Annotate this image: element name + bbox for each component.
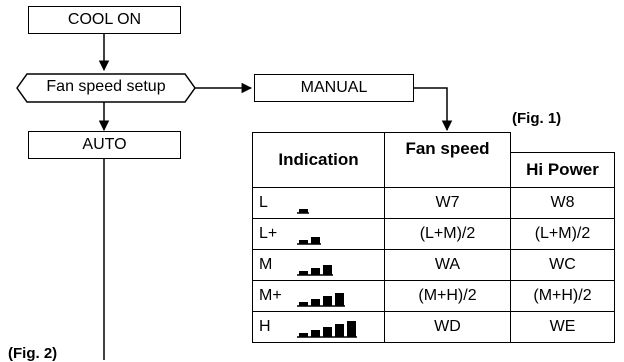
header-blank-cell (510, 132, 615, 153)
fan-level-bar (335, 324, 344, 337)
indication-text: L (259, 194, 268, 211)
header-indication: Indication (252, 132, 385, 188)
cool-on-label: COOL ON (67, 11, 142, 28)
fan-level-bar (311, 237, 320, 244)
arrow-manual-to-table (414, 87, 453, 132)
fan-level-bar (299, 271, 308, 275)
cool-on-box: COOL ON (28, 6, 181, 34)
table-subheader-row: Hi Power (253, 152, 615, 188)
fan-level-bar (347, 321, 356, 337)
manual-box: MANUAL (254, 74, 414, 102)
fan-level-bar (323, 327, 332, 337)
indication-text: M+ (259, 287, 282, 304)
hi-power-cell: (M+H)/2 (510, 280, 615, 312)
hi-power-cell: (L+M)/2 (510, 218, 615, 250)
fig1-label: (Fig. 1) (512, 110, 562, 127)
indication-text: H (259, 318, 271, 335)
manual-label: MANUAL (300, 79, 368, 96)
fan-level-bar (299, 240, 308, 244)
fig2-label: (Fig. 2) (8, 345, 58, 362)
fan-level-bars-icon (297, 265, 333, 276)
fan-level-bar (323, 265, 332, 275)
header-fan-speed: Fan speed (384, 132, 511, 188)
indication-cell: M (252, 249, 385, 281)
fan-level-bar (323, 296, 332, 306)
fan-speed-cell: (L+M)/2 (384, 218, 511, 250)
indication-cell: H (252, 311, 385, 343)
table-row: L+ (L+M)/2(L+M)/2 (252, 218, 615, 250)
fan-speed-cell: WA (384, 249, 511, 281)
fan-level-bar (311, 330, 320, 337)
indication-text: M (259, 256, 273, 273)
hi-power-cell: WC (510, 249, 615, 281)
hi-power-cell: W8 (510, 187, 615, 219)
fan-level-bar (299, 209, 308, 213)
fan-level-bars-icon (297, 237, 321, 245)
fan-speed-cell: W7 (384, 187, 511, 219)
fan-level-bars-icon (297, 209, 309, 214)
indication-cell: L (252, 187, 385, 219)
fan-level-bar (299, 333, 308, 337)
auto-box: AUTO (28, 131, 181, 159)
fan-speed-cell: (M+H)/2 (384, 280, 511, 312)
fan-level-bars-icon (297, 321, 357, 338)
fan-level-bar (311, 268, 320, 275)
fan-level-bar (311, 299, 320, 306)
indication-cell: M+ (252, 280, 385, 312)
indication-text: L+ (259, 225, 278, 242)
header-hi-power: Hi Power (510, 152, 615, 188)
fan-speed-cell: WD (384, 311, 511, 343)
indication-cell: L+ (252, 218, 385, 250)
fan-level-bar (299, 302, 308, 306)
fan-level-bar (335, 293, 344, 306)
hi-power-cell: WE (510, 311, 615, 343)
fan-speed-setup-label: Fan speed setup (46, 78, 166, 95)
auto-label: AUTO (82, 136, 127, 153)
fan-level-bars-icon (297, 293, 345, 307)
table-header-row: Indication Fan speed (252, 132, 615, 188)
table-row: M+ (M+H)/2(M+H)/2 (252, 280, 615, 312)
